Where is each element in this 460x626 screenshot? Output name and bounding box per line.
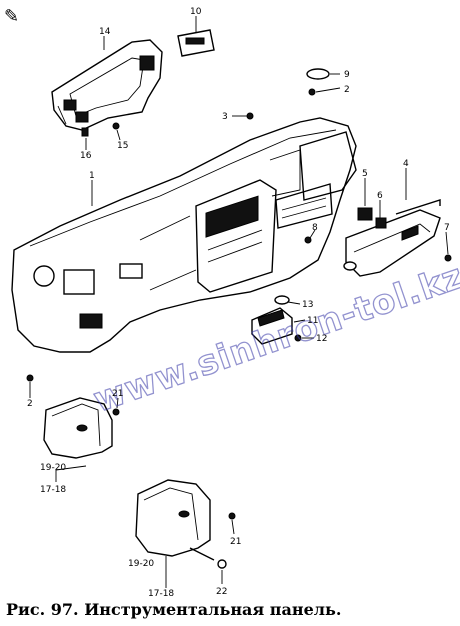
callout-10: 10 [190, 7, 202, 17]
dashboard-panel [11, 117, 357, 353]
screw-2b [26, 374, 34, 382]
switch-plate [177, 29, 215, 57]
callout-7: 7 [444, 223, 450, 233]
callout-12: 12 [316, 334, 327, 344]
screw-7 [444, 254, 452, 262]
callout-17-18b: 17-18 [148, 589, 174, 599]
callout-5: 5 [362, 169, 368, 179]
callout-3: 3 [222, 112, 228, 122]
glove-box [343, 199, 441, 277]
cover-cap [306, 68, 330, 80]
clip-22 [217, 559, 227, 569]
cluster-hood [51, 39, 163, 131]
leader-lines [29, 16, 449, 588]
callout-9: 9 [344, 70, 350, 80]
lower-cover-left [43, 397, 113, 459]
callout-1: 1 [89, 171, 95, 181]
lower-cover-right [135, 479, 215, 561]
callout-17-18a: 17-18 [40, 485, 66, 495]
callout-14: 14 [99, 27, 111, 37]
figure-caption: Рис. 97. Инструментальная панель. [6, 600, 342, 619]
callout-13: 13 [302, 300, 313, 310]
screw-2a [308, 88, 316, 96]
callout-8: 8 [312, 223, 318, 233]
callout-2b: 2 [27, 399, 33, 409]
callout-6: 6 [377, 191, 383, 201]
callout-21b: 21 [230, 537, 241, 547]
bracket-5 [357, 207, 373, 221]
clip-16 [81, 127, 89, 137]
screw-15 [112, 122, 120, 130]
ashtray [251, 295, 293, 345]
screw-21a [112, 408, 120, 416]
screw-8 [304, 236, 312, 244]
callout-labels: 14 10 9 2 3 15 16 1 4 5 6 7 8 13 11 12 2… [27, 7, 450, 599]
bracket-6 [375, 217, 387, 229]
callout-2a: 2 [344, 85, 350, 95]
screw-21b [228, 512, 236, 520]
callout-19-20a: 19-20 [40, 463, 66, 473]
callout-21a: 21 [112, 389, 123, 399]
corner-mark: ✎ [4, 6, 19, 27]
callout-16: 16 [80, 151, 92, 161]
callout-11: 11 [307, 316, 318, 326]
callout-15: 15 [117, 141, 128, 151]
callout-4: 4 [403, 159, 409, 169]
screw-12 [294, 334, 302, 342]
callout-19-20b: 19-20 [128, 559, 154, 569]
callout-22: 22 [216, 587, 227, 597]
